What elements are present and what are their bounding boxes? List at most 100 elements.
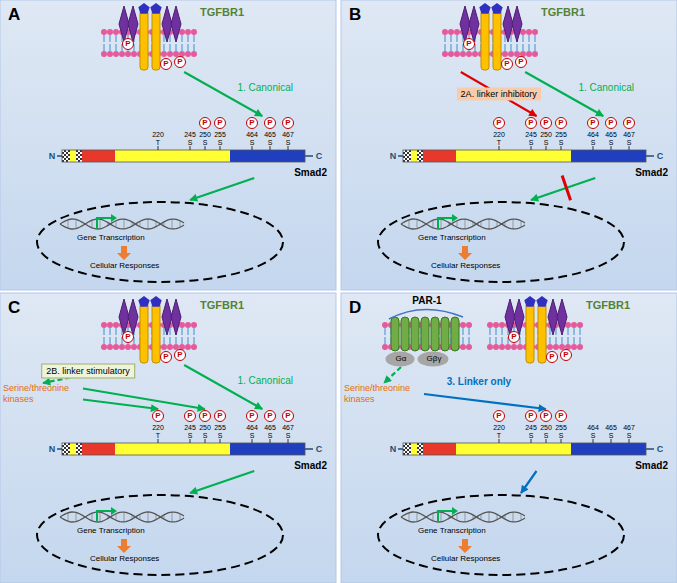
signal-arrow	[190, 178, 254, 200]
drawing-part	[119, 344, 125, 350]
drawing-part	[193, 35, 194, 42]
drawing-part	[546, 146, 547, 150]
drawing-part	[252, 439, 253, 443]
drawing-part	[169, 35, 170, 42]
drawing-part	[70, 443, 76, 455]
drawing-part	[549, 337, 550, 344]
drawing-part	[152, 10, 160, 70]
drawing-part	[456, 443, 571, 455]
drawing-part	[508, 51, 514, 57]
drawing-part	[193, 337, 194, 344]
drawing-part	[76, 443, 82, 455]
drawing-part	[409, 220, 410, 228]
terminus-dash	[646, 155, 654, 157]
pathway-label: 1. Canonical	[237, 83, 293, 93]
drawing-part	[101, 344, 107, 350]
drawing-part	[534, 44, 535, 51]
drawing-part	[489, 512, 490, 522]
cell-nucleus-drawing	[35, 200, 285, 284]
drawing-part	[593, 146, 594, 150]
drawing-part	[493, 322, 499, 328]
drawing-part	[611, 439, 612, 443]
pathway-label: 2B. linker stimulatory	[41, 364, 135, 379]
drawing-part	[70, 150, 76, 162]
nuclear-process: Gene Transcription	[418, 526, 486, 535]
drawing-part	[452, 507, 458, 515]
drawing-part	[76, 219, 77, 228]
drawing-part	[532, 51, 538, 57]
receptor-name: TGFBR1	[200, 6, 244, 18]
drawing-part	[441, 219, 442, 229]
drawing-part	[163, 35, 164, 42]
signal-arrow	[424, 394, 546, 409]
drawing-part	[150, 296, 161, 307]
drawing-part	[185, 322, 191, 328]
drawing-part	[401, 219, 525, 229]
cell-nucleus-drawing	[376, 493, 626, 577]
drawing-part	[115, 443, 230, 455]
panel-letter: D	[349, 298, 361, 318]
drawing-part	[193, 328, 194, 335]
residue-letter: S	[559, 139, 564, 146]
drawing-part	[288, 439, 289, 443]
drawing-part	[573, 328, 574, 335]
drawing-part	[128, 299, 138, 335]
drawing-part	[382, 322, 388, 328]
site-number: 255	[555, 424, 567, 431]
drawing-part	[457, 514, 458, 521]
drawing-part	[185, 344, 191, 350]
drawing-part	[499, 439, 500, 443]
drawing-part	[60, 512, 184, 522]
phospho-marker: P	[199, 410, 211, 422]
drawing-part	[571, 150, 646, 162]
drawing-part	[76, 150, 82, 162]
drawing-part	[107, 344, 113, 350]
residue-letter: S	[591, 432, 596, 439]
drawing-part	[462, 328, 463, 335]
site-number: 465	[264, 424, 276, 431]
drawing-part	[438, 218, 452, 229]
phospho-marker: P	[493, 410, 505, 422]
drawing-part	[522, 44, 523, 51]
drawing-part	[169, 337, 170, 344]
drawing-part	[107, 322, 113, 328]
drawing-part	[502, 51, 508, 57]
site-number: 245	[525, 131, 537, 138]
cell-nucleus: Gene TranscriptionCellular Responses	[35, 493, 285, 577]
terminus-label: N	[49, 152, 56, 161]
drawing-part	[441, 317, 449, 351]
cell-nucleus-drawing	[35, 493, 285, 577]
drawing-part	[115, 35, 116, 42]
panel-ground	[341, 293, 677, 583]
drawing-part	[417, 443, 423, 455]
drawing-part	[487, 344, 493, 350]
phospho-marker: P	[555, 410, 567, 422]
phospho-marker: P	[282, 117, 294, 129]
drawing-part	[511, 344, 517, 350]
drawing-part	[140, 303, 148, 363]
drawing-part	[97, 218, 111, 229]
drawing-part	[521, 221, 522, 228]
drawing-part	[62, 443, 305, 455]
phospho-marker: P	[546, 351, 558, 363]
drawing-part	[403, 443, 411, 455]
drawing-part	[111, 507, 117, 515]
terminus-label: N	[49, 445, 56, 454]
drawing-part	[150, 3, 161, 14]
terminus-dash	[646, 448, 654, 450]
phospho-marker: P	[605, 117, 617, 129]
drawing-part	[409, 513, 410, 521]
drawing-part	[117, 246, 131, 260]
terminus-dash	[305, 155, 313, 157]
terminus-label: N	[390, 445, 397, 454]
drawing-part	[553, 344, 559, 350]
drawing-part	[454, 29, 460, 35]
drawing-part	[382, 344, 388, 350]
drawing-part	[103, 328, 104, 335]
drawing-part	[109, 35, 110, 42]
drawing-part	[82, 443, 115, 455]
drawing-part	[172, 512, 173, 522]
drawing-part	[62, 443, 70, 455]
drawing-part	[504, 35, 505, 42]
drawing-part	[514, 299, 524, 335]
